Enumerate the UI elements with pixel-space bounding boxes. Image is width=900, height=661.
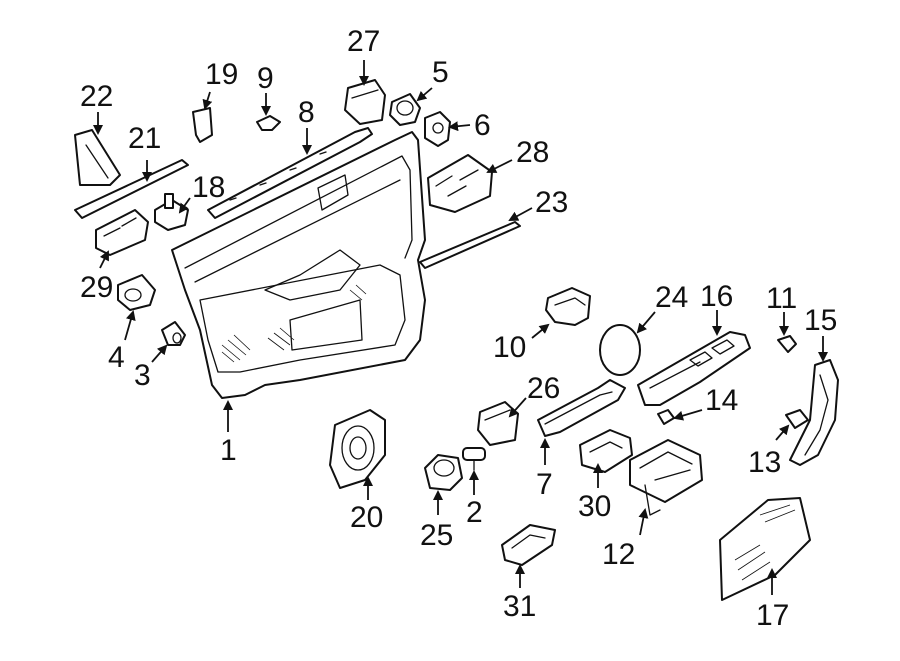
leader-line (151, 344, 168, 363)
leader-line (673, 409, 703, 421)
switch (477, 401, 519, 446)
callout-label-30: 30 (578, 490, 611, 523)
handle-trim (789, 359, 839, 466)
cover-disc (599, 324, 641, 376)
push-pin (256, 115, 281, 131)
callout-label-7: 7 (536, 468, 553, 501)
screw (462, 447, 486, 471)
leader-line (99, 250, 109, 269)
callout-label-6: 6 (474, 109, 491, 142)
clip (657, 409, 675, 425)
switch (785, 409, 809, 429)
bracket (545, 287, 591, 326)
callout-label-17: 17 (756, 599, 789, 632)
callout-label-27: 27 (347, 25, 380, 58)
leader-line (178, 197, 191, 214)
retainer (117, 274, 156, 311)
callout-label-16: 16 (700, 280, 733, 313)
callout-label-18: 18 (192, 171, 225, 204)
map-pocket (719, 497, 811, 601)
callout-label-23: 23 (535, 186, 568, 219)
leader-line (636, 311, 656, 334)
callout-label-8: 8 (298, 96, 315, 129)
window-switch (95, 209, 149, 256)
leader-line (638, 508, 649, 536)
callout-label-21: 21 (128, 122, 161, 155)
callout-label-10: 10 (493, 331, 526, 364)
handle (579, 429, 633, 473)
callout-label-22: 22 (80, 80, 113, 113)
callout-label-11: 11 (766, 282, 797, 315)
clip (192, 107, 213, 143)
switch-bezel (424, 111, 451, 147)
callout-label-28: 28 (516, 136, 549, 169)
clip (777, 335, 797, 353)
callout-label-31: 31 (503, 590, 536, 623)
weatherstrip (207, 127, 373, 219)
callout-label-24: 24 (655, 281, 688, 314)
callout-label-20: 20 (350, 501, 383, 534)
callout-label-5: 5 (432, 56, 449, 89)
callout-label-19: 19 (205, 58, 238, 91)
callout-label-12: 12 (602, 538, 635, 571)
mirror-switch (389, 93, 421, 126)
leader-line (416, 87, 433, 102)
callout-label-29: 29 (80, 271, 113, 304)
leader-line (448, 121, 471, 132)
callout-label-14: 14 (705, 384, 738, 417)
leader-line (202, 91, 213, 110)
knob (424, 454, 463, 491)
callout-label-15: 15 (804, 304, 837, 337)
leader-line (508, 397, 527, 418)
switch-housing (629, 439, 703, 516)
armrest-trim (537, 379, 626, 437)
door-trim-panel (171, 131, 426, 399)
speaker (329, 409, 386, 489)
callout-label-13: 13 (748, 446, 781, 479)
switch-panel (637, 331, 751, 406)
lock-rod (419, 221, 521, 269)
callout-label-3: 3 (134, 359, 151, 392)
callout-label-26: 26 (527, 372, 560, 405)
leader-line (486, 159, 513, 173)
leader-line (508, 207, 533, 221)
handle-bezel (501, 524, 556, 566)
clip (161, 321, 186, 346)
callout-label-4: 4 (108, 341, 125, 374)
leader-line (124, 310, 136, 341)
switch (344, 79, 386, 125)
callout-label-2: 2 (466, 496, 483, 529)
callout-label-1: 1 (220, 434, 237, 467)
leader-line (531, 323, 550, 339)
leader-line (775, 424, 790, 441)
bracket (154, 193, 189, 231)
callout-label-25: 25 (420, 519, 453, 552)
callout-label-9: 9 (257, 62, 274, 95)
corner-trim (74, 129, 121, 186)
window-switch-assembly (427, 154, 493, 213)
